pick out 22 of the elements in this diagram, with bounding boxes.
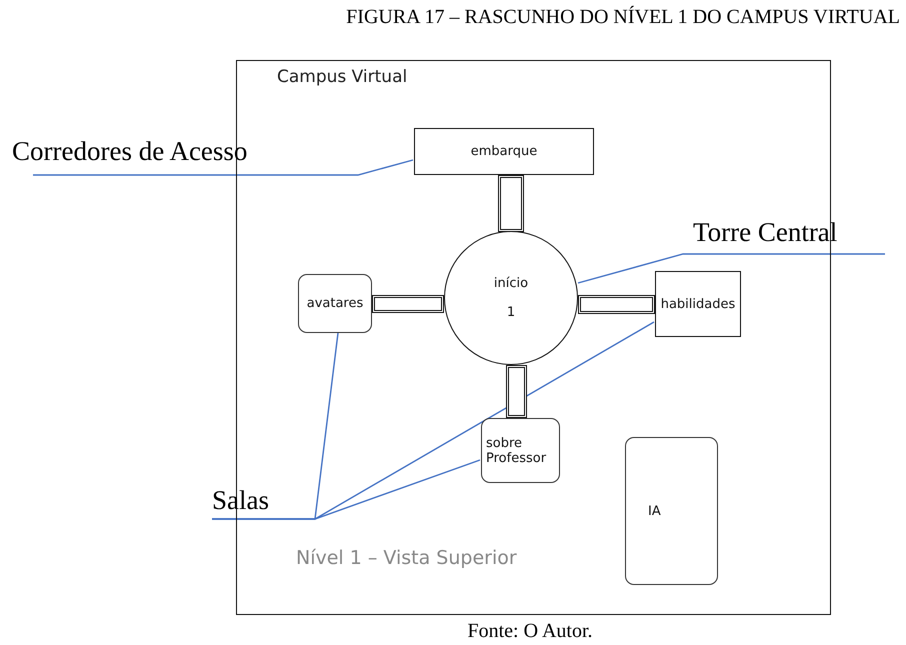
area-title: Campus Virtual <box>277 67 408 87</box>
room-label: avatares <box>306 296 364 311</box>
corridor <box>372 295 444 313</box>
corridor <box>498 175 524 232</box>
room-label: habilidades <box>660 296 736 312</box>
room-label: IA <box>648 504 661 518</box>
view-caption: Nível 1 – Vista Superior <box>296 547 517 569</box>
room-box <box>414 128 594 175</box>
source-caption: Fonte: O Autor. <box>466 620 594 643</box>
figure-title: FIGURA 17 – RASCUNHO DO NÍVEL 1 DO CAMPUS VIRTUAL <box>345 6 900 29</box>
room-label: sobre Professor <box>486 436 548 466</box>
room-box <box>625 437 718 585</box>
room-label: início <box>494 276 528 291</box>
leader-line <box>33 159 414 176</box>
room-label: embarque <box>470 144 538 159</box>
room-box <box>298 274 372 333</box>
corridor <box>506 365 527 418</box>
corridor <box>578 295 655 314</box>
leader-line <box>578 253 885 284</box>
room-label: 1 <box>506 305 516 320</box>
room-box <box>655 271 741 337</box>
room-box <box>481 418 560 483</box>
